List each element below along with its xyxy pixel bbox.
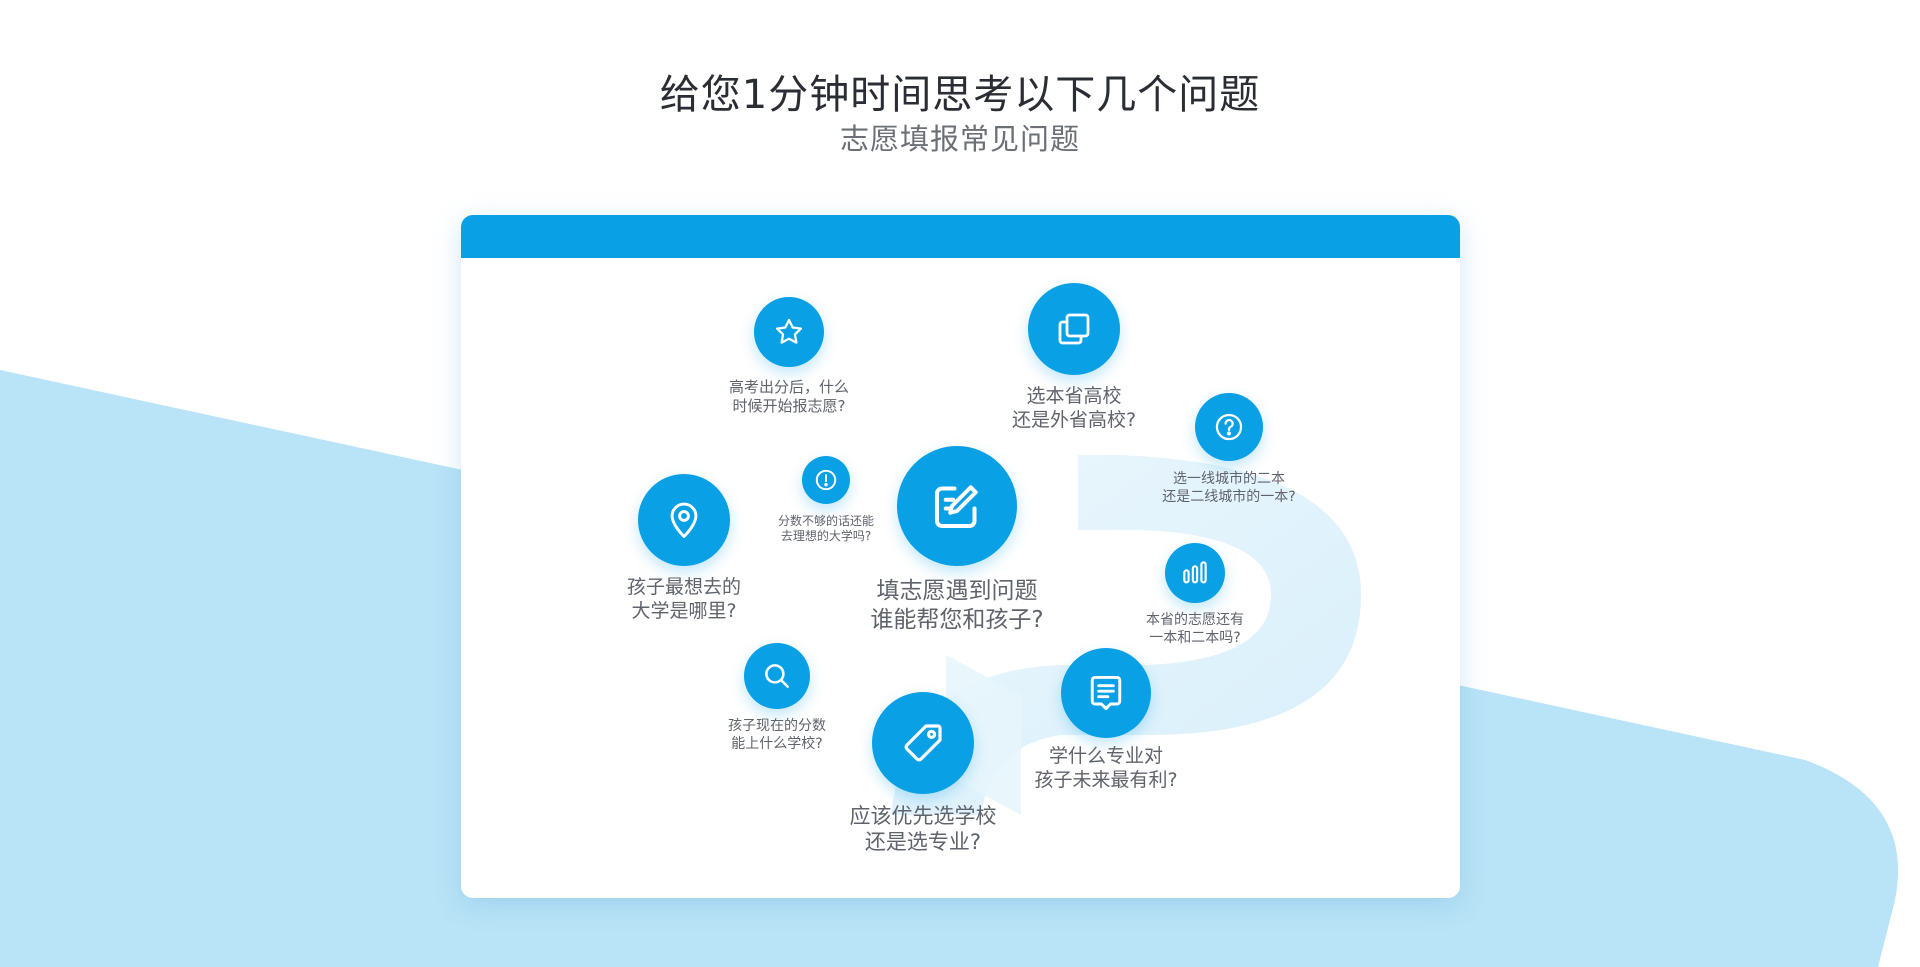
question-label: 学什么专业对 孩子未来最有利? xyxy=(1034,745,1178,791)
message-icon xyxy=(1061,648,1151,738)
card-header-bar xyxy=(461,215,1460,258)
star-icon xyxy=(754,297,824,367)
question-label: 分数不够的话还能 去理想的大学吗? xyxy=(777,514,874,543)
question-circle-icon xyxy=(1195,393,1263,461)
question-label: 高考出分后，什么 时候开始报志愿? xyxy=(728,378,849,415)
tag-icon xyxy=(872,692,974,794)
search-icon xyxy=(744,643,810,709)
question-label: 本省的志愿还有 一本和二本吗? xyxy=(1146,612,1244,646)
bar-chart-icon xyxy=(1165,543,1225,603)
question-label: 选一线城市的二本 还是二线城市的一本? xyxy=(1162,471,1296,505)
question-label: 孩子现在的分数 能上什么学校? xyxy=(728,718,826,752)
questions-card: 高考出分后，什么 时候开始报志愿? 选本省高校 还是外省高校? xyxy=(461,215,1460,898)
edit-icon xyxy=(897,446,1017,566)
decorative-3d-arrow xyxy=(891,455,1361,815)
page-subtitle: 志愿填报常见问题 xyxy=(839,122,1080,156)
question-label: 填志愿遇到问题 谁能帮您和孩子? xyxy=(870,578,1044,633)
location-pin-icon xyxy=(638,474,730,566)
copy-icon xyxy=(1028,283,1120,375)
question-label: 选本省高校 还是外省高校? xyxy=(1011,385,1137,431)
page-title: 给您1分钟时间思考以下几个问题 xyxy=(659,72,1261,118)
alert-circle-icon xyxy=(802,456,850,504)
question-label: 孩子最想去的 大学是哪里? xyxy=(626,576,741,622)
question-label: 应该优先选学校 还是选专业? xyxy=(849,804,997,855)
